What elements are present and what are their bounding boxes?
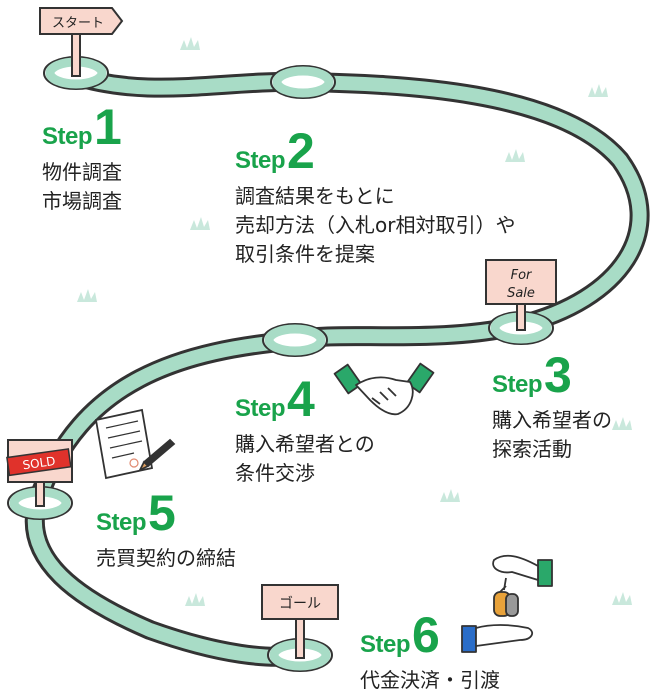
step-4-word: Step [235,395,286,422]
step-5-word: Step [96,509,147,536]
step-2-line: 売却方法（入札or相対取引）や [235,213,516,237]
step-6-line: 代金決済・引渡 [360,668,500,692]
key-handover-icon [461,554,553,653]
sold-label: SOLD [22,454,57,472]
step-1-description: 物件調査 市場調査 [42,158,122,216]
step-3-number: 3 [544,347,572,403]
grass-decorations [77,37,632,606]
step-1-line: 市場調査 [42,189,122,213]
step-2-description: 調査結果をもとに 売却方法（入札or相対取引）や 取引条件を提案 [235,182,515,269]
step-3-line: 探索活動 [492,437,572,461]
step-6-description: 代金決済・引渡 [360,666,500,695]
step-2-number: 2 [287,123,315,179]
start-sign: スタート [39,7,124,77]
step-4-line: 購入希望者との [235,432,375,456]
goal-sign-label: ゴール [279,595,321,612]
for-sale-line2: Sale [507,286,535,301]
step-1-word: Step [42,123,93,150]
step-3-line: 購入希望者の [492,408,612,432]
handshake-icon [333,362,435,416]
step-4-line: 条件交渉 [235,461,315,485]
step-3-word: Step [492,371,543,398]
step-5-description: 売買契約の締結 [96,544,236,573]
step-1-line: 物件調査 [42,160,122,184]
step-5-number: 5 [148,485,176,541]
step-5-line: 売買契約の締結 [96,546,236,570]
start-sign-label: スタート [52,16,104,31]
step-1-number: 1 [94,99,122,155]
route-path [27,68,647,664]
contract-icon [94,408,176,480]
sold-sign: SOLD [6,439,73,507]
for-sale-line1: For [511,268,533,283]
step-2-line: 調査結果をもとに [235,184,395,208]
step-6-number: 6 [412,607,440,663]
step-6-word: Step [360,631,411,658]
goal-sign: ゴール [261,584,339,659]
step-4-number: 4 [287,371,315,427]
for-sale-sign: For Sale [485,259,557,331]
step-2-line: 取引条件を提案 [235,242,375,266]
step-3-description: 購入希望者の 探索活動 [492,406,612,464]
step-2-word: Step [235,147,286,174]
step-4-description: 購入希望者との 条件交渉 [235,430,375,488]
